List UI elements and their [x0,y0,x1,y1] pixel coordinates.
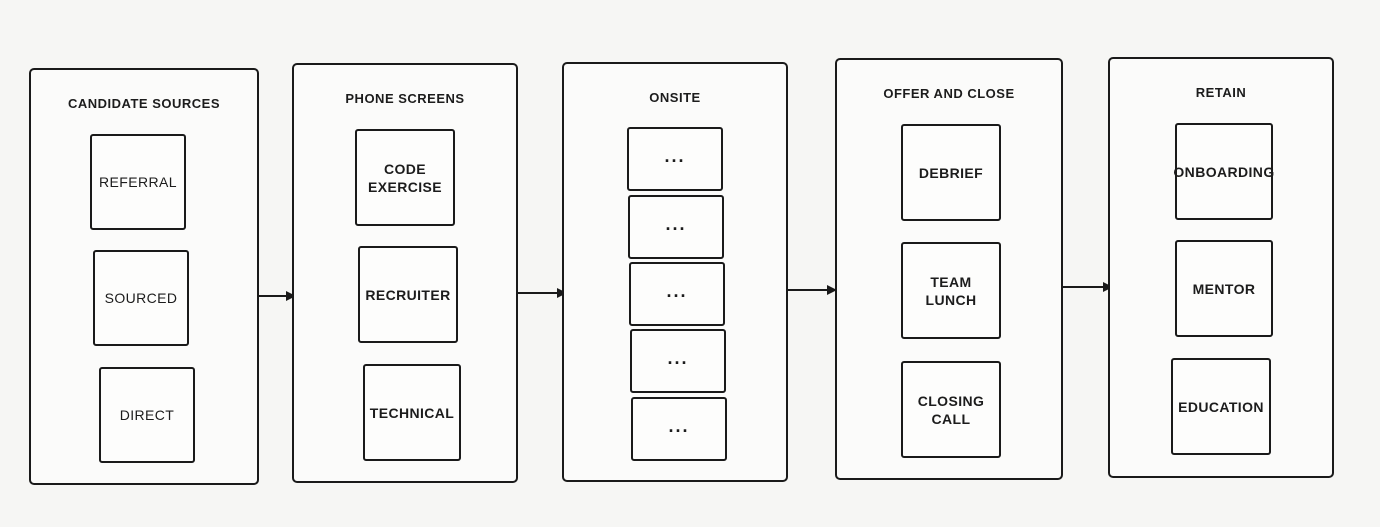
item-closing-call: CLOSING CALL [901,361,1001,458]
item-onsite-placeholder: ... [627,127,723,191]
stage-retain: RETAIN ONBOARDING MENTOR EDUCATION [1108,57,1334,478]
item-code-exercise: CODE EXERCISE [355,129,455,226]
item-referral: REFERRAL [90,134,186,230]
stage-phone-screens: PHONE SCREENS CODE EXERCISE RECRUITER TE… [292,63,518,483]
item-recruiter: RECRUITER [358,246,458,343]
stage-title: OFFER AND CLOSE [883,86,1015,101]
item-onsite-placeholder: ... [630,329,726,393]
item-sourced: SOURCED [93,250,189,346]
item-education: EDUCATION [1171,358,1271,455]
item-direct: DIRECT [99,367,195,463]
stage-title: CANDIDATE SOURCES [68,96,220,111]
stage-candidate-sources: CANDIDATE SOURCES REFERRAL SOURCED DIREC… [29,68,259,485]
item-debrief: DEBRIEF [901,124,1001,221]
item-technical: TECHNICAL [363,364,461,461]
item-onsite-placeholder: ... [631,397,727,461]
stage-onsite: ONSITE ... ... ... ... ... [562,62,788,482]
item-onboarding: ONBOARDING [1173,123,1274,220]
item-mentor: MENTOR [1175,240,1273,337]
item-team-lunch: TEAM LUNCH [901,242,1001,339]
item-onsite-placeholder: ... [629,262,725,326]
stage-title: PHONE SCREENS [345,91,465,106]
stage-title: RETAIN [1195,85,1247,100]
item-onsite-placeholder: ... [628,195,724,259]
stage-title: ONSITE [649,90,701,105]
stage-offer-and-close: OFFER AND CLOSE DEBRIEF TEAM LUNCH CLOSI… [835,58,1063,480]
